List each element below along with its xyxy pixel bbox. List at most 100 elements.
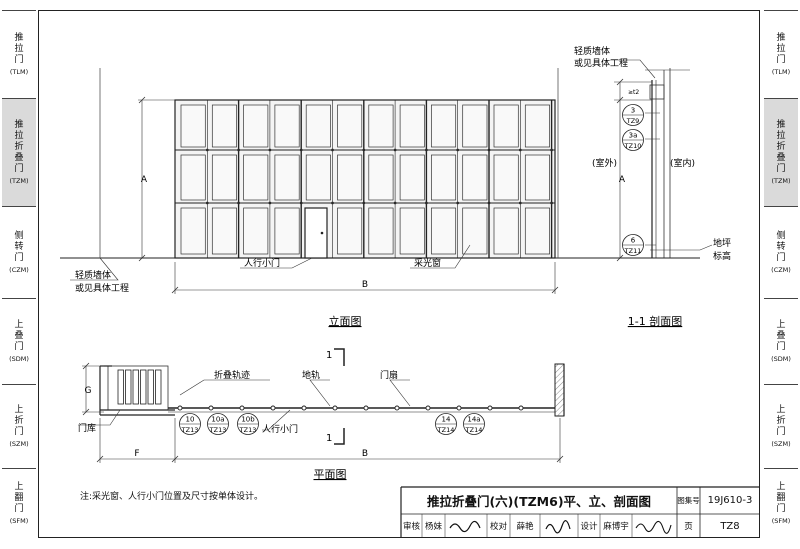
callout-ref: TZ14 [465,426,483,434]
index-tab-char: 上 [776,404,786,415]
skylight-pane [274,154,300,201]
pedestrian-door [304,207,328,259]
index-tab-char: 折 [776,415,786,426]
rail-nodes [177,405,524,411]
skylight-pane [243,207,269,255]
skylight-pane [431,207,457,255]
callout-ref: TZ14 [437,426,455,434]
rail-node [332,405,338,411]
index-tab-char: 拉 [776,43,786,54]
index-tab-char: 折 [14,141,24,152]
elevation-title: 立面图 [329,314,362,328]
rail-node [487,405,493,411]
signature-checker [545,520,571,534]
elevation-skylight-label: 采光窗 [414,257,441,269]
callout-ref: TZ9 [626,117,640,125]
signature-designer [635,520,672,534]
index-tab-char: 上 [14,481,24,492]
skylight-pane [274,104,300,148]
door-panels [175,100,555,258]
skylight-pane [462,207,488,255]
skylight-pane [243,104,269,148]
skylight-pane [431,154,457,201]
skylight-pane [337,104,363,148]
signature-reviewer [449,520,481,533]
index-tab-char: 拉 [14,130,24,141]
index-tab-czm[interactable]: 侧转门(CZM) [2,206,36,298]
skylight-pane [399,154,425,201]
index-tab-char: 门 [14,503,24,514]
index-tab-char: 门 [776,503,786,514]
index-tab-code: (TLM) [9,67,29,76]
skylight-pane [399,207,425,255]
index-tab-char: 拉 [776,130,786,141]
index-tab-tzm[interactable]: 推拉折叠门(TZM) [764,98,798,206]
index-tab-czm[interactable]: 侧转门(CZM) [764,206,798,298]
design-name: 麻博宇 [603,522,629,532]
rail-node [518,405,524,411]
check-name: 薛艳 [516,522,534,532]
index-tab-char: 门 [14,252,24,263]
callout-number: 14 [442,416,451,424]
index-tab-sfm[interactable]: 上翻门(SFM) [764,468,798,538]
index-tab-char: 推 [776,32,786,43]
index-tab-char: 侧 [14,230,24,241]
rail-node [394,405,400,411]
elevation-view [60,68,600,294]
index-tab-sdm[interactable]: 上叠门(SDM) [764,298,798,384]
index-tab-szm[interactable]: 上折门(SZM) [764,384,798,468]
index-tab-szm[interactable]: 上折门(SZM) [2,384,36,468]
callout-number: 3 [631,107,635,115]
plan-title: 平面图 [314,468,347,481]
index-tab-sfm[interactable]: 上翻门(SFM) [2,468,36,538]
index-tab-char: 折 [14,415,24,426]
index-tab-char: 折 [776,141,786,152]
title-block-grid [400,486,760,538]
section-title: 1-1 剖面图 [628,314,682,328]
index-tab-tlm[interactable]: 推拉门(TLM) [764,10,798,98]
index-tab-code: (SZM) [771,439,791,448]
rail-node [456,405,462,411]
index-tab-sdm[interactable]: 上叠门(SDM) [2,298,36,384]
skylight-pane [493,207,519,255]
stacked-leaf [117,369,124,405]
elevation-wall-label-1: 轻质墙体 [75,269,111,281]
skylight-pane [462,154,488,201]
index-tab-char: 门 [776,252,786,263]
atlas-label: 图集号 [677,496,700,505]
plan-dim-f: F [134,449,139,459]
stacked-leaf [125,369,132,405]
elevation-wall-label-2: 或见具体工程 [75,282,129,294]
review-label: 审核 [402,522,420,532]
index-tab-tzm[interactable]: 推拉折叠门(TZM) [2,98,36,206]
section-floor-label-2: 标高 [713,250,731,262]
section-dim-small: ≥t2 [628,89,639,96]
skylight-pane [180,104,206,148]
left-index-tabs: 推拉门(TLM)推拉折叠门(TZM)侧转门(CZM)上叠门(SDM)上折门(SZ… [2,10,36,538]
drawing-note: 注:采光窗、人行小门位置及尺寸按单体设计。 [80,492,264,502]
index-tab-char: 上 [14,319,24,330]
index-tab-tlm[interactable]: 推拉门(TLM) [2,10,36,98]
index-tab-char: 转 [776,241,786,252]
index-tab-code: (CZM) [771,265,791,274]
index-tab-code: (TZM) [771,176,791,185]
plan-garage-label: 门库 [78,422,96,434]
plan-track-label: 折叠轨迹 [214,369,250,381]
index-tab-char: 门 [776,341,786,352]
plan-dim-b: B [362,449,368,459]
skylight-pane [305,104,331,148]
index-tab-code: (SZM) [9,439,29,448]
index-tab-char: 上 [776,319,786,330]
rail-node [270,405,276,411]
skylight-pane [368,154,394,201]
rail-node [301,405,307,411]
